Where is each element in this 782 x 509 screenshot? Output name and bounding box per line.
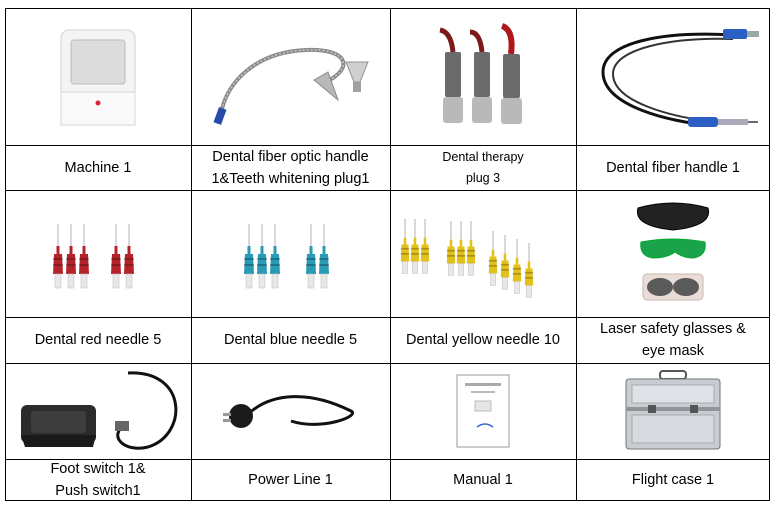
- item-label-cell: Laser safety glasses & eye mask: [576, 317, 770, 363]
- item-label-cell: Dental blue needle 5: [191, 317, 390, 363]
- item-label: Machine 1: [64, 159, 132, 176]
- item-label: Power Line 1: [248, 472, 333, 488]
- item-label-cell: Dental fiber optic handle 1&Teeth whiten…: [191, 145, 390, 190]
- image-cell: [5, 8, 191, 145]
- power-cord-icon: [222, 395, 354, 428]
- image-cell: [390, 190, 576, 317]
- fiber-optic-handle-icon: [213, 47, 369, 125]
- manual-icon: [456, 374, 510, 448]
- image-cell: [191, 8, 390, 145]
- item-label: Dental fiber optic handle 1&Teeth whiten…: [211, 148, 370, 187]
- safety-glasses-icon: [636, 202, 710, 301]
- item-label: Dental therapy plug 3: [442, 149, 524, 185]
- item-label: Laser safety glasses & eye mask: [600, 321, 746, 359]
- image-cell: [576, 190, 770, 317]
- image-cell: [191, 363, 390, 459]
- item-label: Dental blue needle 5: [223, 332, 358, 348]
- item-label: Flight case 1: [631, 472, 715, 488]
- item-label: Dental fiber handle 1: [606, 159, 740, 176]
- fiber-handle-icon: [601, 28, 759, 127]
- laser-machine-icon: [60, 29, 136, 125]
- item-label-cell: Manual 1: [390, 459, 576, 501]
- packing-list-table: Machine 1 Dental fiber optic handle 1&Te…: [5, 8, 770, 501]
- image-cell: [5, 363, 191, 459]
- item-label: Dental red needle 5: [34, 332, 162, 348]
- item-label-cell: Dental therapy plug 3: [390, 145, 576, 190]
- image-cell: [5, 190, 191, 317]
- item-label: Manual 1: [453, 472, 513, 488]
- red-needle-icon: [53, 223, 134, 288]
- foot-switch-icon: [21, 371, 178, 450]
- flight-case-icon: [625, 369, 721, 449]
- item-label-cell: Power Line 1: [191, 459, 390, 501]
- image-cell: [576, 8, 770, 145]
- image-cell: [390, 8, 576, 145]
- therapy-plug-icon: [439, 22, 522, 124]
- yellow-needle-icon: [400, 218, 534, 298]
- item-label: Dental yellow needle 10: [406, 332, 560, 348]
- item-label-cell: Machine 1: [5, 145, 191, 190]
- item-label-cell: Dental yellow needle 10: [390, 317, 576, 363]
- image-cell: [191, 190, 390, 317]
- item-label: Foot switch 1& Push switch1: [50, 461, 146, 499]
- image-cell: [390, 363, 576, 459]
- item-label-cell: Dental red needle 5: [5, 317, 191, 363]
- blue-needle-icon: [243, 223, 329, 288]
- image-cell: [576, 363, 770, 459]
- item-label-cell: Flight case 1: [576, 459, 770, 501]
- item-label-cell: Foot switch 1& Push switch1: [5, 459, 191, 501]
- item-label-cell: Dental fiber handle 1: [576, 145, 770, 190]
